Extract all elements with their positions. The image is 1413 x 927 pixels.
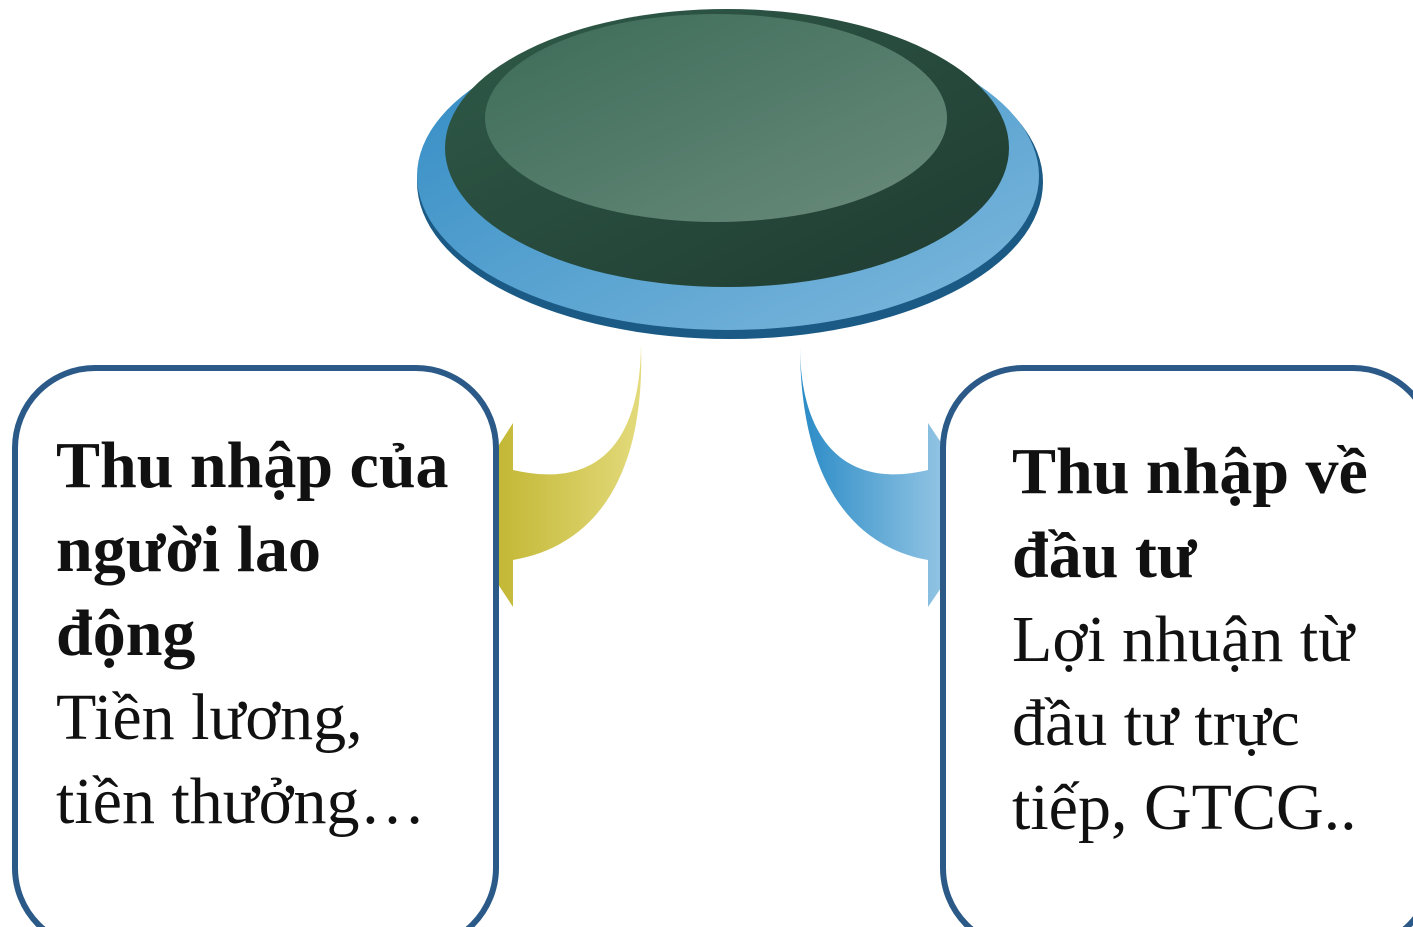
left-box-text: Thu nhập của người lao động Tiền lương, …	[56, 424, 466, 844]
right-box-body: Lợi nhuận từ đầu tư trực tiếp, GTCG..	[1012, 598, 1402, 850]
right-box-text: Thu nhập về đầu tư Lợi nhuận từ đầu tư t…	[1012, 430, 1402, 850]
central-node-top	[485, 14, 947, 222]
central-node	[417, 9, 1043, 339]
left-box-title: Thu nhập của người lao động	[56, 424, 466, 676]
left-box-body: Tiền lương, tiền thưởng…	[56, 676, 466, 844]
right-box-title: Thu nhập về đầu tư	[1012, 430, 1402, 598]
